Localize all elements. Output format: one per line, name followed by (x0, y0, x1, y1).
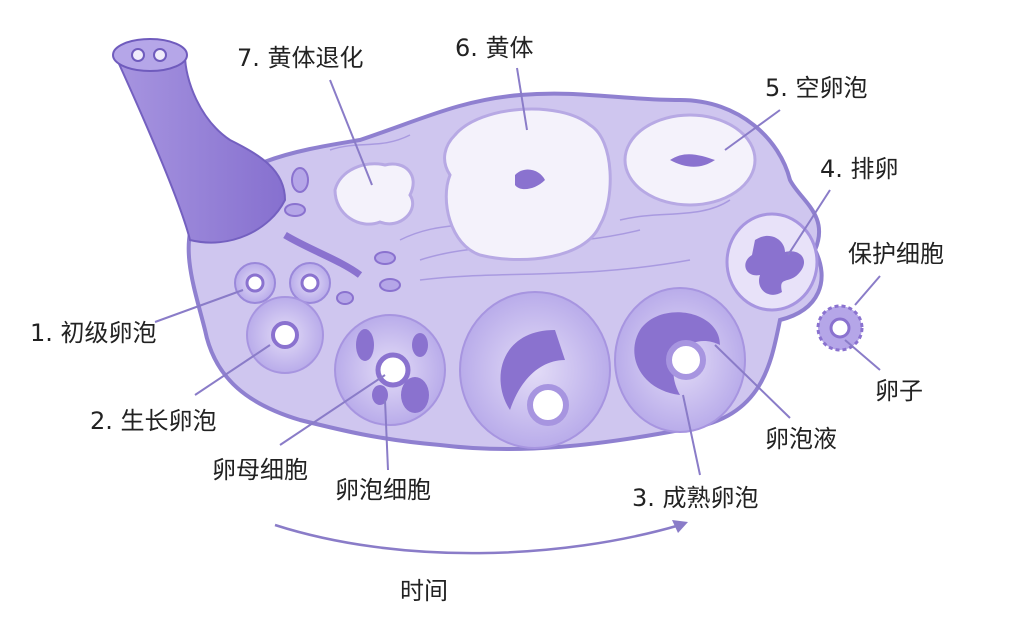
secondary-follicle (334, 314, 446, 426)
corpus-luteum (443, 107, 612, 262)
label-protective-cells: 保护细胞 (848, 240, 944, 268)
label-corpus-luteum: 6. 黄体 (455, 34, 534, 62)
label-primary-follicle: 1. 初级卵泡 (30, 319, 157, 347)
empty-follicle (623, 113, 757, 207)
label-oocyte: 卵母细胞 (212, 456, 308, 484)
label-mature-follicle: 3. 成熟卵泡 (632, 484, 759, 512)
ligament-stalk (113, 54, 287, 244)
label-empty-follicle: 5. 空卵泡 (765, 74, 868, 102)
label-ovulation: 4. 排卵 (820, 155, 899, 183)
stalk-opening (112, 38, 188, 72)
ovulating-follicle (725, 212, 819, 312)
corpus-albicans (333, 162, 415, 226)
primary-follicles (234, 167, 401, 305)
label-time: 时间 (400, 577, 448, 605)
label-egg: 卵子 (875, 377, 923, 405)
leader-lines (154, 67, 881, 476)
growing-follicle (246, 296, 324, 374)
antral-follicle (459, 291, 611, 449)
label-follicular-fluid: 卵泡液 (765, 425, 837, 453)
label-corpus-luteum-regression: 7. 黄体退化 (237, 44, 364, 72)
released-egg (816, 304, 864, 352)
label-follicle-cells: 卵泡细胞 (335, 476, 431, 504)
time-arrow (274, 523, 681, 555)
label-growing-follicle: 2. 生长卵泡 (90, 407, 217, 435)
mature-follicle (614, 287, 746, 433)
time-arrowhead-icon (672, 520, 688, 533)
